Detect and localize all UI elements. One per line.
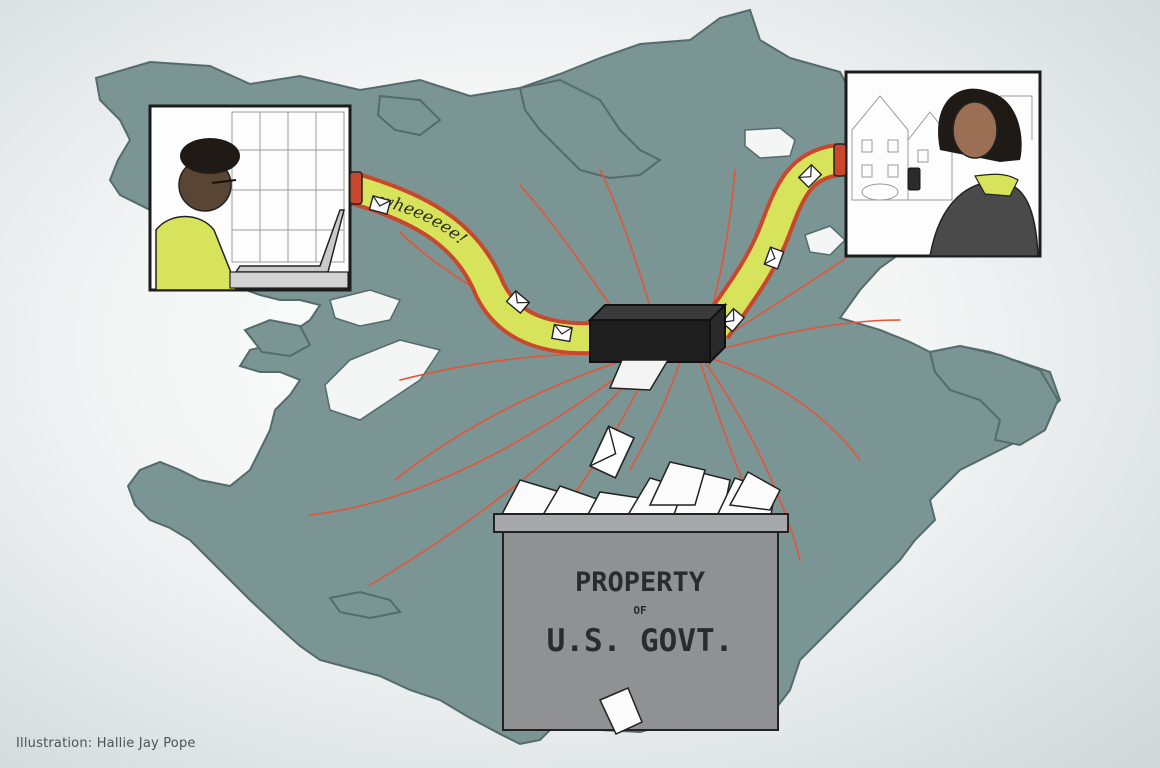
panel-phone-user [833, 70, 1042, 258]
box-lid [493, 513, 789, 533]
box-bottom-paper [598, 687, 643, 735]
map-greenland [518, 78, 662, 180]
router-side [709, 302, 726, 365]
person-head-right [952, 101, 998, 159]
router-slot-paper [608, 359, 670, 391]
red-line [629, 361, 681, 471]
person-scarf [974, 173, 1019, 197]
map-island-3 [328, 590, 402, 620]
panel-laptop-user [148, 104, 363, 292]
tube-cuff-right [833, 143, 847, 177]
envelope-icon [797, 163, 823, 189]
desk [229, 271, 349, 289]
person-body [155, 215, 238, 291]
illustration-credit: Illustration: Hallie Jay Pope [16, 736, 196, 751]
red-line [309, 359, 641, 516]
letter-paper [648, 461, 706, 506]
falling-envelope-icon [588, 425, 636, 479]
router-top [587, 304, 728, 321]
envelope-icon [763, 246, 785, 270]
tube-right [700, 143, 842, 340]
red-line [709, 319, 901, 353]
letter-paper [728, 470, 781, 511]
tube-cuff-left [349, 171, 363, 205]
box-label-property: PROPERTY [575, 567, 706, 598]
person-hair [180, 138, 240, 174]
map-lake-3 [744, 127, 796, 159]
letter-pile [498, 461, 781, 521]
red-line [704, 361, 801, 561]
red-line [709, 357, 861, 461]
red-line [394, 354, 641, 481]
router-front [589, 319, 711, 363]
router-box [587, 302, 728, 391]
map-lake-2 [324, 339, 442, 421]
phone-icon [907, 167, 921, 191]
envelope-icon [368, 195, 392, 215]
envelope-icon [505, 289, 531, 315]
box-label-govt: U.S. GOVT. [547, 623, 734, 659]
map-lake-1 [329, 289, 402, 327]
box-label-of: OF [633, 604, 646, 617]
red-line [369, 361, 646, 586]
glasses-icon [211, 179, 237, 184]
map-island-2 [243, 318, 312, 358]
envelope-icon [551, 323, 573, 343]
government-box: PROPERTY OF U.S. GOVT. [493, 513, 789, 735]
map-island-4 [928, 344, 1060, 447]
box-body [502, 531, 779, 731]
map-island-1 [376, 94, 442, 137]
map-lake-4 [804, 225, 847, 256]
